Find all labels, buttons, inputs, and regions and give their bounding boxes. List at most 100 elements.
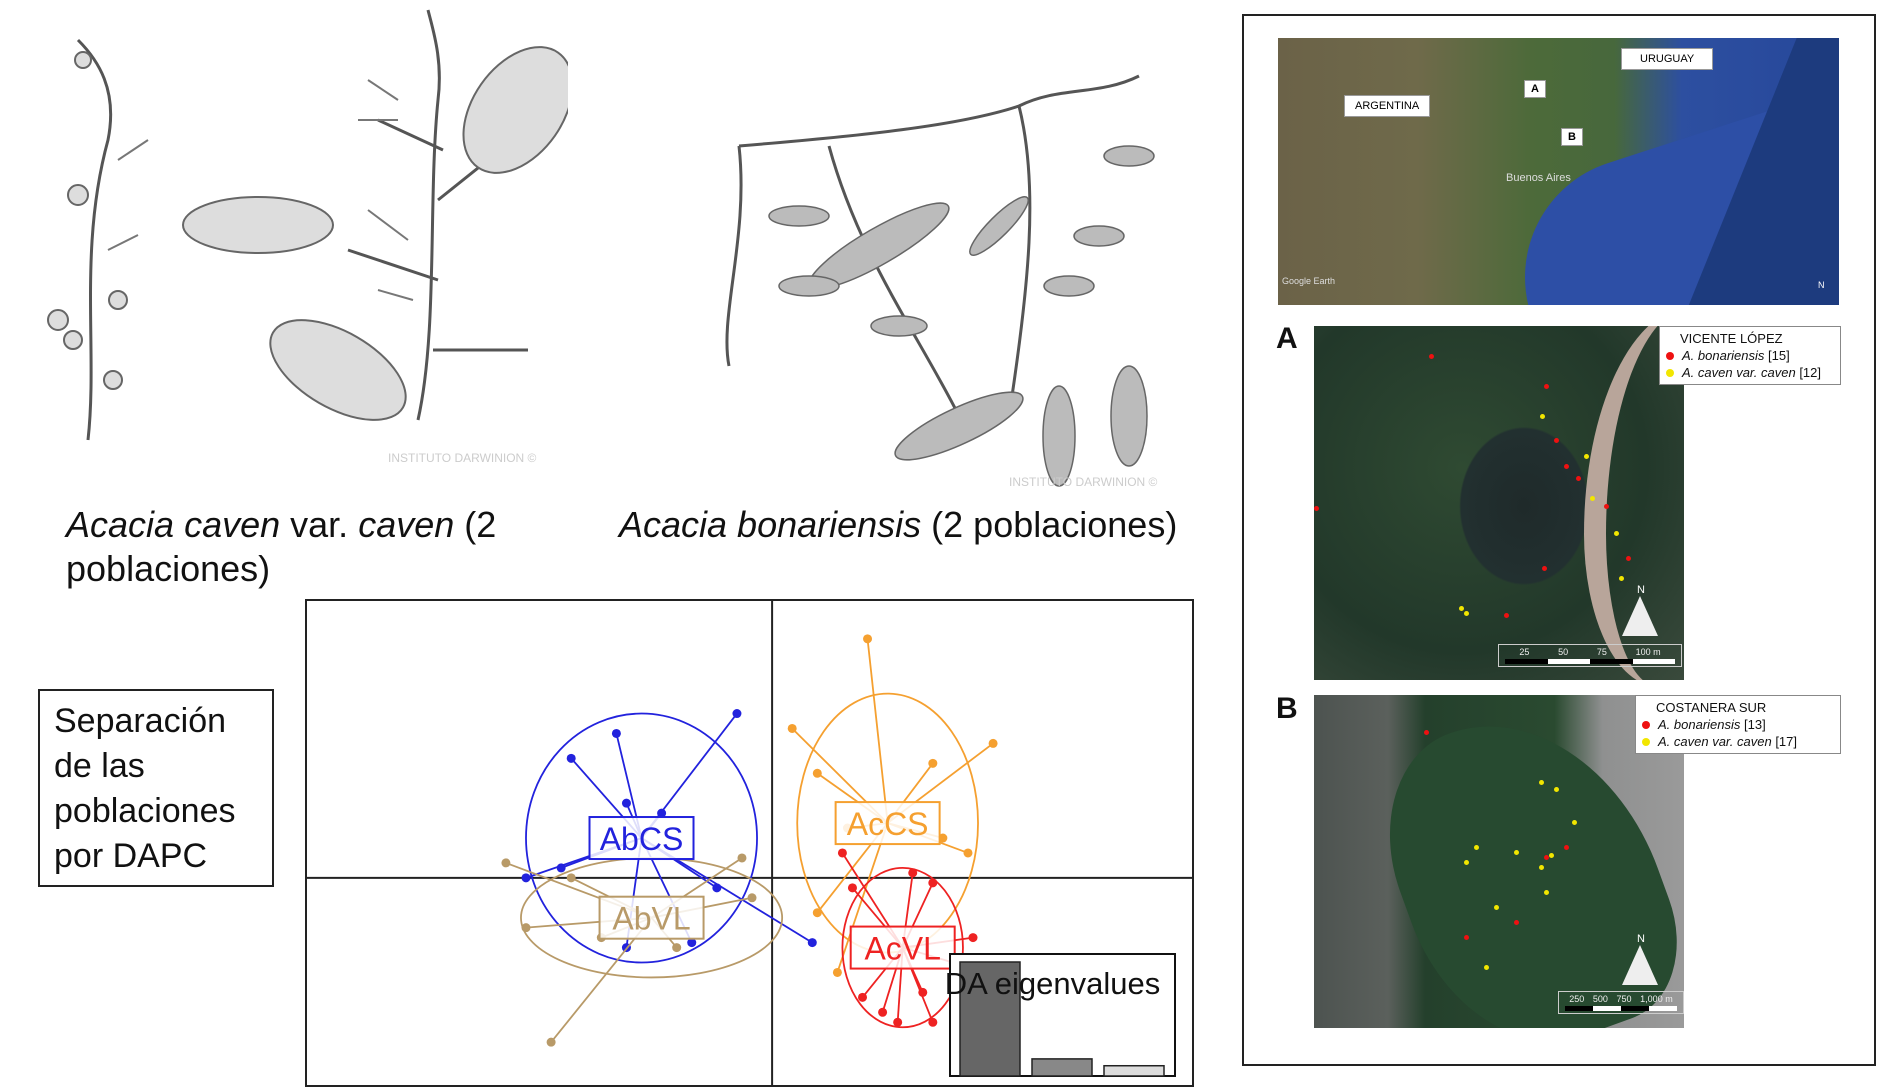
legend-vicente-lopez: VICENTE LÓPEZ A. bonariensis [15] A. cav… xyxy=(1659,326,1841,385)
caption-suffix: (2 xyxy=(454,504,497,545)
legend-item: A. caven var. caven [12] xyxy=(1666,364,1832,381)
legend-species: A. caven var. caven xyxy=(1682,365,1796,380)
eigenvalue-bar xyxy=(1103,1064,1165,1077)
data-point xyxy=(928,878,938,888)
watermark: INSTITUTO DARWINION © xyxy=(388,451,537,465)
caption-species: caven xyxy=(184,504,281,545)
eigenvalue-bar xyxy=(959,961,1021,1077)
legend-count: [15] xyxy=(1768,348,1790,363)
data-point xyxy=(737,853,747,863)
data-point xyxy=(863,634,873,644)
data-point xyxy=(747,893,757,903)
caption-genus: Acacia xyxy=(66,504,175,545)
sample-point xyxy=(1619,576,1624,581)
eigenvalue-bar xyxy=(1031,1058,1093,1077)
dapc-description: Separación de las poblaciones por DAPC xyxy=(54,702,236,875)
north-label: N xyxy=(1637,584,1645,596)
data-point xyxy=(858,992,868,1002)
data-point xyxy=(521,923,531,933)
data-point xyxy=(878,1007,888,1017)
legend-title: VICENTE LÓPEZ xyxy=(1680,331,1783,346)
data-point xyxy=(566,873,576,883)
north-arrow-icon xyxy=(1622,596,1658,636)
caption-line2: poblaciones) xyxy=(66,548,271,589)
legend-costanera-sur: COSTANERA SUR A. bonariensis [13] A. cav… xyxy=(1635,695,1841,754)
sample-point xyxy=(1554,438,1559,443)
sample-point xyxy=(1590,496,1595,501)
group-label: AbCS xyxy=(600,821,684,857)
data-point xyxy=(812,768,822,778)
data-point xyxy=(732,709,742,719)
data-point xyxy=(837,848,847,858)
legend-count: [12] xyxy=(1799,365,1821,380)
data-point xyxy=(566,753,576,763)
sample-point xyxy=(1504,613,1509,618)
sample-point xyxy=(1584,454,1589,459)
legend-species: A. bonariensis xyxy=(1682,348,1765,363)
watermark: INSTITUTO DARWINION © xyxy=(1009,475,1158,489)
group-link xyxy=(836,822,889,973)
data-point xyxy=(893,1017,903,1027)
data-point xyxy=(988,738,998,748)
group-label: AcVL xyxy=(864,931,940,967)
legend-species: A. bonariensis xyxy=(1658,717,1741,732)
data-point xyxy=(968,933,978,943)
sample-point xyxy=(1539,780,1544,785)
label-a: A xyxy=(1524,80,1546,98)
sample-point xyxy=(1564,464,1569,469)
group-label: AcCS xyxy=(847,806,929,842)
data-point xyxy=(928,758,938,768)
data-point xyxy=(812,908,822,918)
data-point xyxy=(521,873,531,883)
sample-point xyxy=(1614,531,1619,536)
group-ellipse xyxy=(525,712,758,964)
legend-count: [13] xyxy=(1744,717,1766,732)
map-a-letter: A xyxy=(1276,322,1298,355)
sample-point xyxy=(1429,354,1434,359)
sample-point xyxy=(1474,845,1479,850)
label-uruguay: URUGUAY xyxy=(1621,48,1714,70)
caption-acacia-bonariensis: Acacia bonariensis (2 poblaciones) xyxy=(619,503,1177,547)
data-point xyxy=(832,967,842,977)
sample-point xyxy=(1626,556,1631,561)
group-label-box xyxy=(849,925,956,970)
sample-point xyxy=(1539,865,1544,870)
data-point xyxy=(787,723,797,733)
scale-tick: 750 xyxy=(1616,994,1632,1004)
sample-point xyxy=(1514,920,1519,925)
map-panel xyxy=(1242,14,1876,1066)
sample-point xyxy=(1314,506,1319,511)
legend-species: A. caven var. caven xyxy=(1658,734,1772,749)
sample-point xyxy=(1464,935,1469,940)
dapc-plot xyxy=(305,599,1194,1087)
sample-point xyxy=(1464,611,1469,616)
caption-genus: Acacia bonariensis xyxy=(619,504,922,545)
sample-point xyxy=(1564,845,1569,850)
sample-point xyxy=(1572,820,1577,825)
data-point xyxy=(847,883,857,893)
scale-tick: 100 m xyxy=(1635,647,1661,657)
sample-point xyxy=(1424,730,1429,735)
data-point xyxy=(621,798,631,808)
caption-suffix: (2 poblaciones) xyxy=(921,504,1178,545)
sample-point xyxy=(1542,566,1547,571)
sample-point xyxy=(1576,476,1581,481)
scale-tick: 50 xyxy=(1558,647,1569,657)
group-label-box xyxy=(598,895,705,940)
sample-point xyxy=(1604,504,1609,509)
legend-title: COSTANERA SUR xyxy=(1656,700,1767,715)
data-point xyxy=(657,808,667,818)
inset-title: DA eigenvalues xyxy=(945,966,1160,1001)
legend-item: A. bonariensis [13] xyxy=(1642,716,1832,733)
legend-item: A. caven var. caven [17] xyxy=(1642,733,1832,750)
group-link xyxy=(866,638,889,824)
caption-variety: caven xyxy=(358,504,455,545)
legend-count: [17] xyxy=(1775,734,1797,749)
data-point xyxy=(546,1037,556,1047)
acacia-bonariensis-illustration: INSTITUTO DARWINION © xyxy=(725,74,1158,489)
scale-tick: 1,000 m xyxy=(1640,994,1673,1004)
data-point xyxy=(501,858,511,868)
